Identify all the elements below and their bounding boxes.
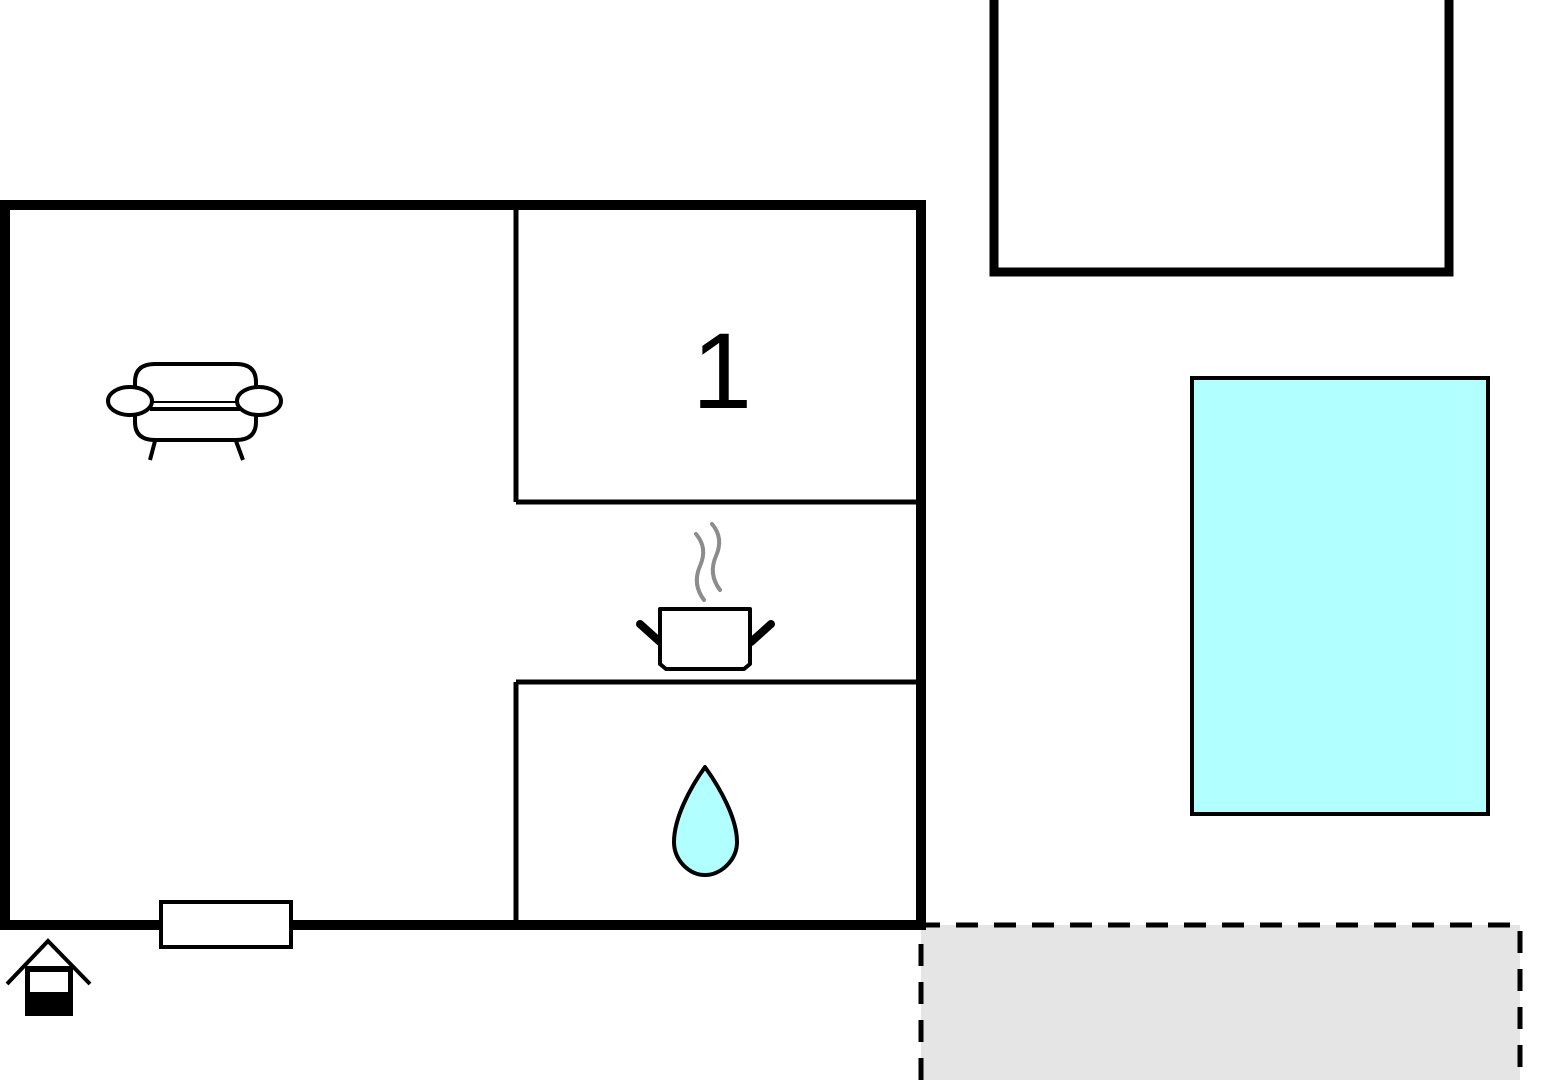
swimming-pool: [1190, 376, 1490, 816]
bedroom-number: 1: [692, 310, 752, 431]
sofa-icon: [106, 362, 283, 461]
water-drop-icon: [672, 765, 739, 877]
cooking-pot-icon: [636, 522, 775, 671]
terrace-border: [918, 922, 1523, 1080]
house-outer-wall: [0, 200, 926, 930]
annex-building: [989, 0, 1454, 277]
steam-icon: [694, 532, 706, 602]
terrace-dashed-area: [921, 925, 1520, 1080]
interior-walls: [513, 205, 917, 925]
entrance-door: [159, 900, 293, 949]
entrance-house-icon: [5, 938, 92, 1016]
